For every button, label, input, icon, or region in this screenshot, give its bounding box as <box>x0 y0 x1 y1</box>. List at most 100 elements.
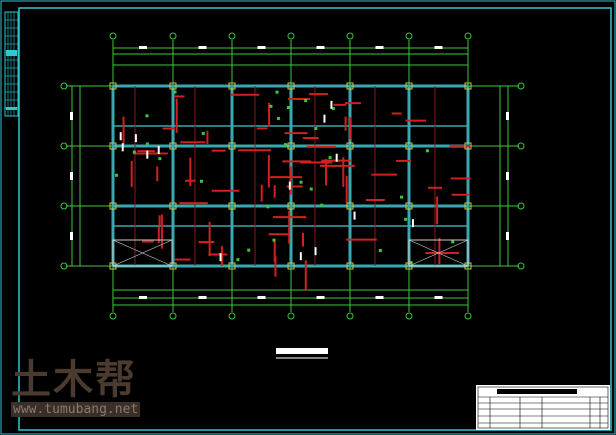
rebar-label <box>272 238 276 242</box>
axis-grid <box>60 32 525 320</box>
rebar-label <box>275 90 279 94</box>
revision-strip <box>4 11 19 117</box>
rebar-text <box>119 132 122 141</box>
axis-bubble <box>228 32 236 40</box>
axis-bubble <box>169 32 177 40</box>
rebar-text <box>157 146 160 155</box>
column <box>346 82 354 90</box>
dimension-text <box>139 296 147 299</box>
dimension-text <box>70 112 73 120</box>
axis-bubble <box>109 312 117 320</box>
rebar-text <box>219 253 222 262</box>
rebar-label <box>284 143 288 147</box>
axis-bubble <box>405 32 413 40</box>
rebar-label <box>286 106 290 110</box>
column <box>464 82 472 90</box>
rebar-label <box>328 156 332 160</box>
watermark-logo: 土木帮 <box>11 357 137 403</box>
axis-bubble <box>517 202 525 210</box>
dimension-text <box>316 46 325 49</box>
rebar-label <box>158 157 162 161</box>
strip-text <box>6 50 17 56</box>
rebar-label <box>378 249 382 253</box>
axis-bubble <box>60 142 68 150</box>
axis-bubble <box>60 262 68 270</box>
drawing-border <box>18 7 612 431</box>
rebar-text <box>134 134 137 143</box>
strip-text <box>6 107 17 110</box>
column <box>405 202 413 210</box>
rebar-label <box>266 205 270 209</box>
axis-bubble <box>517 82 525 90</box>
project-name <box>497 389 577 394</box>
dimension-text <box>70 232 73 240</box>
rebar-text <box>330 100 333 109</box>
rebar-text <box>335 153 338 162</box>
column <box>464 142 472 150</box>
dimension-text <box>434 46 443 49</box>
rebar-label <box>320 203 324 207</box>
axis-bubble <box>169 312 177 320</box>
axis-bubble <box>287 312 295 320</box>
axis-bubble <box>464 32 472 40</box>
column <box>287 82 295 90</box>
rebar-text <box>411 219 414 228</box>
column <box>287 262 295 270</box>
column <box>169 142 177 150</box>
rebar-label <box>299 180 303 184</box>
column <box>228 142 236 150</box>
column <box>346 142 354 150</box>
watermark-url: www.tumubang.net <box>11 402 141 417</box>
rebar-label <box>115 173 119 177</box>
column <box>287 202 295 210</box>
rebar-label <box>236 258 240 262</box>
axis-bubble <box>517 142 525 150</box>
axis-bubble <box>464 312 472 320</box>
dimension-text <box>506 112 509 120</box>
dimension-text <box>139 46 147 49</box>
axis-bubble <box>109 32 117 40</box>
axis-bubble <box>346 312 354 320</box>
rebar-label <box>304 99 308 103</box>
rebar-text <box>299 252 302 261</box>
dimension-text <box>257 46 266 49</box>
title-block <box>476 385 610 430</box>
rebar-label <box>269 104 273 108</box>
dimension-text <box>316 296 325 299</box>
column <box>169 202 177 210</box>
strip-box <box>4 11 19 117</box>
dimension-text <box>375 296 384 299</box>
rebar-label <box>132 150 136 154</box>
stair-cross <box>112 239 173 267</box>
dimension-text <box>434 296 443 299</box>
column <box>228 202 236 210</box>
rebar-label <box>400 195 404 199</box>
rebar-label <box>331 107 335 111</box>
rebar-label <box>314 127 318 131</box>
dimension-text <box>375 46 384 49</box>
dimension-text <box>257 296 266 299</box>
column <box>346 202 354 210</box>
column <box>228 262 236 270</box>
dimension-text <box>198 46 207 49</box>
rebar-label <box>451 240 455 244</box>
rebar-label <box>199 179 203 183</box>
rebar-label <box>173 90 177 94</box>
rebar-label <box>276 116 280 120</box>
column <box>287 142 295 150</box>
column <box>109 142 117 150</box>
stair-opening <box>408 239 469 267</box>
rebar-text <box>314 247 317 256</box>
rebar-label <box>145 142 149 146</box>
rebar-label <box>247 248 251 252</box>
floor-plan <box>109 82 472 292</box>
drawing-title <box>276 348 328 359</box>
column <box>464 202 472 210</box>
axis-bubble <box>346 32 354 40</box>
rebar-text <box>353 211 356 220</box>
column <box>109 202 117 210</box>
rebar-text <box>288 181 291 190</box>
rebar-text <box>146 150 149 159</box>
